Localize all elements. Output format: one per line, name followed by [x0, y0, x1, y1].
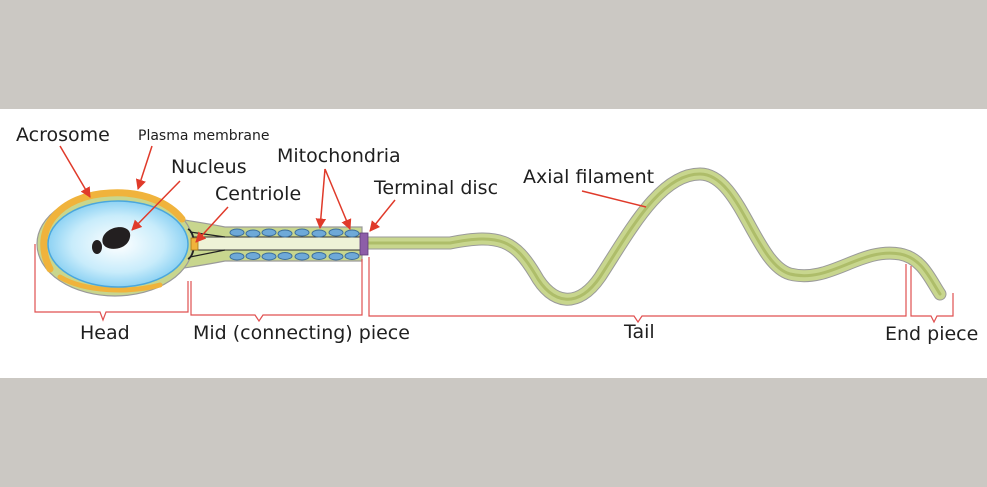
label-plasma-membrane: Plasma membrane: [138, 128, 270, 144]
mitochondria-row-top: [229, 228, 360, 238]
bracket-end-piece: [910, 266, 954, 324]
mitochondria-row-bottom: [229, 252, 360, 261]
arrow-terminal-disc: [369, 199, 396, 232]
bracket-mid: [190, 259, 363, 323]
sperm-diagram: [34, 145, 954, 324]
label-terminal-disc: Terminal disc: [374, 177, 499, 199]
label-mid-piece: Mid (connecting) piece: [193, 322, 410, 344]
nucleus-chromatin-small: [92, 240, 102, 254]
arrow-plasma-membrane: [135, 145, 153, 190]
arrow-acrosome: [59, 145, 91, 198]
arrow-mitochondria-1: [315, 168, 327, 230]
acrosome-cap-lower: [57, 274, 163, 293]
label-centriole: Centriole: [215, 183, 302, 205]
terminal-disc: [359, 232, 369, 256]
midpiece-core: [191, 236, 363, 251]
label-tail: Tail: [624, 321, 655, 343]
arrow-mitochondria-2: [324, 168, 352, 230]
pointer-axial-filament: [581, 190, 647, 208]
arrow-centriole: [195, 206, 229, 243]
label-acrosome: Acrosome: [16, 124, 110, 146]
centriole: [190, 237, 199, 251]
arrow-nucleus: [131, 180, 181, 231]
diagram-canvas: Acrosome Plasma membrane Nucleus Centrio…: [0, 109, 987, 378]
axial-filament-line: [362, 172, 942, 301]
label-head: Head: [80, 322, 130, 344]
label-mitochondria: Mitochondria: [277, 145, 401, 167]
acrosome-cap: [40, 189, 186, 273]
label-nucleus: Nucleus: [171, 156, 247, 178]
label-end-piece: End piece: [885, 323, 979, 345]
bracket-head: [34, 244, 189, 322]
label-axial-filament: Axial filament: [523, 166, 655, 188]
bracket-tail: [368, 257, 907, 324]
nucleus-chromatin: [102, 227, 131, 249]
